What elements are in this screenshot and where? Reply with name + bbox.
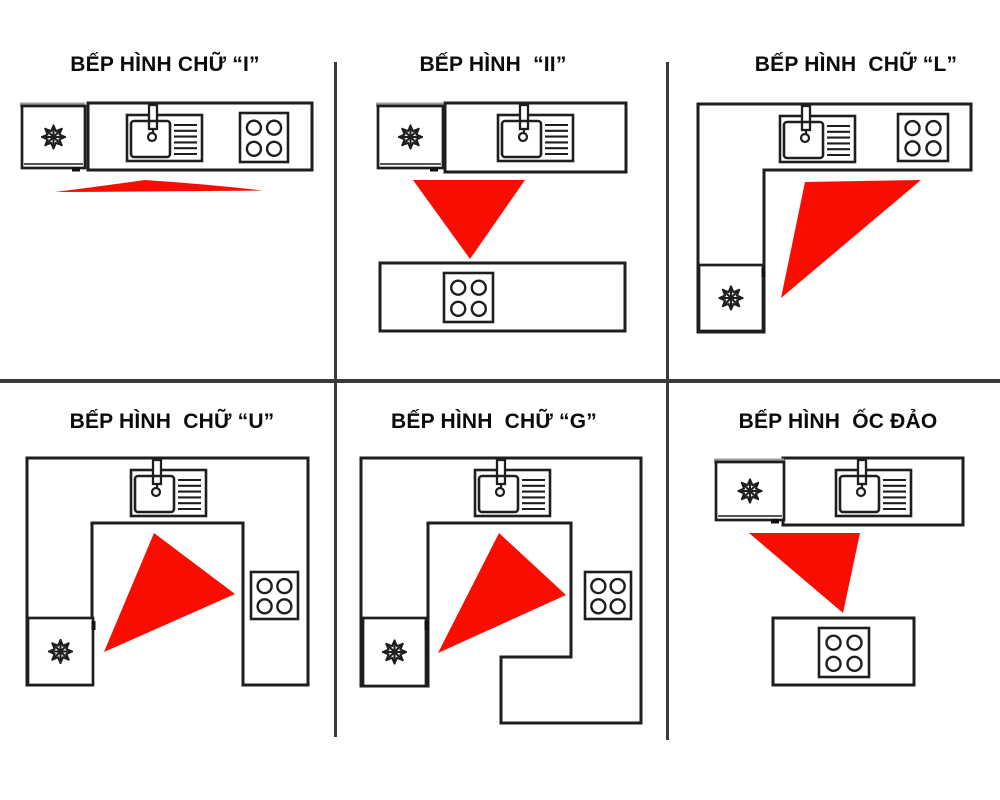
work-triangle bbox=[55, 180, 263, 192]
fridge-hinge bbox=[424, 621, 429, 630]
panel-title-i: BẾP HÌNH CHỮ “I” bbox=[70, 53, 260, 76]
drain-hole bbox=[855, 486, 867, 498]
panel-title-g: BẾP HÌNH CHỮ “G” bbox=[391, 410, 597, 433]
drain-hole bbox=[494, 486, 506, 498]
fridge-hinge bbox=[761, 268, 766, 277]
stove-icon bbox=[238, 111, 290, 164]
burner-circle bbox=[925, 140, 942, 157]
sink-icon bbox=[125, 103, 204, 163]
snowflake-icon bbox=[40, 124, 67, 150]
burner-circle bbox=[265, 119, 283, 136]
work-triangle bbox=[104, 533, 235, 652]
work-triangle bbox=[781, 180, 921, 298]
kitchen-i-layout bbox=[20, 101, 314, 192]
burner-circle bbox=[609, 598, 626, 615]
sink-basin bbox=[782, 120, 825, 160]
burner-circle bbox=[846, 655, 863, 672]
stove-icon bbox=[817, 626, 871, 679]
burner-circle bbox=[450, 279, 467, 296]
stove-icon bbox=[896, 112, 950, 163]
burner-circle bbox=[245, 140, 263, 157]
kitchen-island-layout bbox=[714, 456, 965, 687]
burner-circle bbox=[590, 598, 607, 615]
snowflake-icon bbox=[718, 285, 744, 311]
grid-dividers bbox=[0, 62, 1000, 740]
burner-circle bbox=[825, 655, 842, 672]
fridge-icon bbox=[26, 616, 96, 687]
burner-circle bbox=[609, 577, 626, 595]
burner-circle bbox=[276, 577, 293, 595]
snowflake-icon bbox=[381, 639, 408, 665]
sink-icon bbox=[778, 104, 857, 164]
burner-circle bbox=[256, 577, 273, 595]
burner-circle bbox=[904, 119, 921, 137]
work-triangle bbox=[749, 533, 860, 613]
burner-circle bbox=[470, 300, 487, 317]
sink-icon bbox=[834, 458, 913, 518]
work-triangle bbox=[413, 180, 525, 259]
snowflake-icon bbox=[47, 638, 74, 665]
kitchen-ii-layout bbox=[376, 101, 628, 333]
fridge-handle bbox=[771, 519, 779, 524]
fridge-handle bbox=[430, 167, 438, 172]
drain-hole bbox=[799, 132, 811, 144]
fridge-hinge bbox=[91, 621, 96, 630]
burner-circle bbox=[825, 634, 842, 651]
counter-run-bottom bbox=[378, 261, 627, 333]
fridge-handle bbox=[72, 167, 80, 172]
fridge-icon bbox=[376, 102, 445, 172]
sink-basin bbox=[133, 474, 176, 514]
snowflake-icon bbox=[397, 124, 424, 150]
faucet-icon bbox=[147, 103, 159, 131]
burner-circle bbox=[256, 598, 273, 615]
sink-basin bbox=[477, 474, 520, 514]
sink-basin bbox=[129, 119, 172, 159]
burner-circle bbox=[590, 577, 607, 595]
panel-title-u: BẾP HÌNH CHỮ “U” bbox=[69, 410, 275, 433]
burner-circle bbox=[450, 300, 467, 317]
stove-icon bbox=[583, 570, 633, 621]
drain-hole bbox=[150, 486, 162, 498]
stove-icon bbox=[442, 271, 495, 324]
burner-circle bbox=[265, 140, 283, 157]
burner-circle bbox=[245, 119, 263, 136]
kitchen-g-layout bbox=[359, 456, 643, 725]
panel-title-l: BẾP HÌNH CHỮ “L” bbox=[754, 53, 958, 76]
burner-circle bbox=[904, 140, 921, 157]
drain-hole bbox=[517, 131, 529, 143]
sink-icon bbox=[129, 458, 208, 518]
fridge-icon bbox=[361, 616, 429, 688]
faucet-icon bbox=[856, 458, 868, 486]
work-triangle bbox=[438, 533, 566, 653]
fridge-icon bbox=[697, 263, 766, 333]
sink-icon bbox=[473, 458, 552, 518]
faucet-icon bbox=[151, 458, 163, 486]
panel-title-island: BẾP HÌNH ỐC ĐẢO bbox=[738, 410, 938, 433]
kitchen-u-layout bbox=[25, 456, 310, 687]
sink-basin bbox=[838, 474, 881, 514]
faucet-icon bbox=[800, 104, 812, 132]
sink-icon bbox=[496, 103, 575, 163]
burner-circle bbox=[846, 634, 863, 651]
burner-circle bbox=[925, 119, 942, 137]
snowflake-icon bbox=[737, 478, 763, 504]
burner-circle bbox=[276, 598, 293, 615]
panel-title-ii: BẾP HÌNH “II” bbox=[419, 53, 567, 76]
stove-icon bbox=[249, 570, 300, 621]
fridge-icon bbox=[20, 102, 87, 172]
kitchen-l-layout bbox=[696, 102, 973, 334]
sink-basin bbox=[500, 119, 543, 159]
fridge-icon bbox=[714, 458, 786, 524]
burner-circle bbox=[470, 279, 487, 296]
faucet-icon bbox=[518, 103, 530, 131]
drain-hole bbox=[146, 131, 158, 143]
faucet-icon bbox=[495, 458, 507, 486]
